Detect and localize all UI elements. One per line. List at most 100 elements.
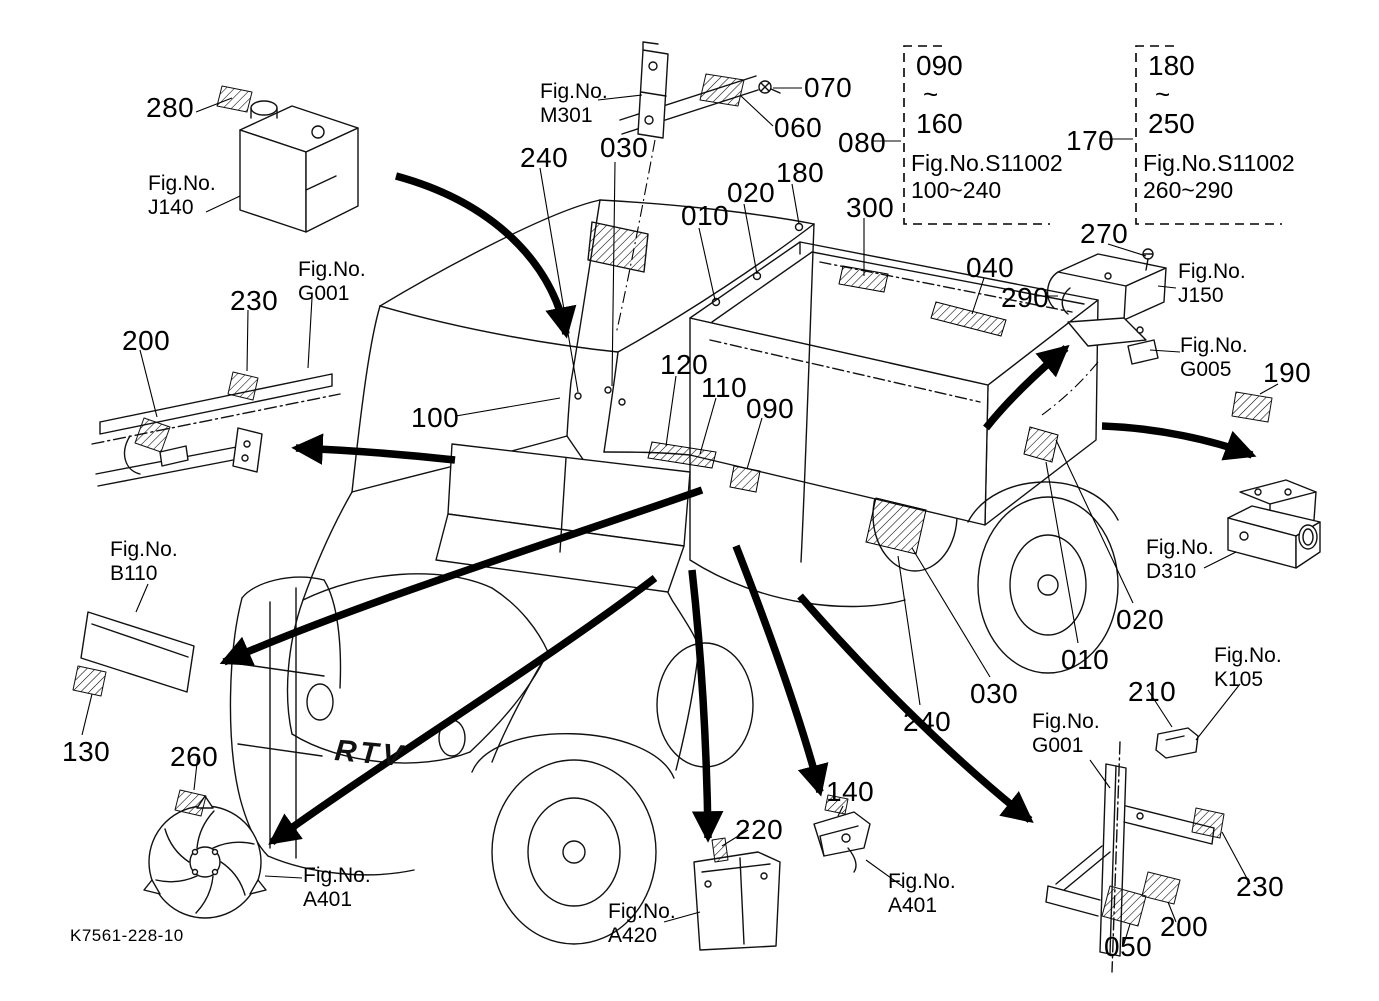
fig-ref-prefix: Fig.No. bbox=[1178, 260, 1246, 283]
callout-200-br: 200 bbox=[1160, 911, 1209, 942]
decal-140 bbox=[824, 794, 849, 815]
callout-230-left: 230 bbox=[230, 285, 279, 316]
cargo-bed bbox=[689, 241, 1099, 608]
decal-130 bbox=[72, 665, 107, 697]
group2-fig-ref: Fig.No.S11002 bbox=[1143, 150, 1295, 176]
group1-tilde: ~ bbox=[923, 79, 939, 109]
fig-ref-code: D310 bbox=[1146, 559, 1197, 583]
fig-ref-prefix: Fig.No. bbox=[148, 172, 216, 195]
decal-020-010 bbox=[1023, 426, 1059, 463]
fig-ref-d310: Fig.No.D310 bbox=[1146, 536, 1214, 583]
decal-230-left bbox=[227, 371, 259, 401]
decal-200-br bbox=[1141, 871, 1181, 905]
callout-230-br: 230 bbox=[1236, 871, 1285, 902]
callout-280: 280 bbox=[146, 92, 195, 123]
bench-seat bbox=[435, 443, 691, 593]
fig-ref-code: A401 bbox=[888, 893, 938, 917]
callout-050: 050 bbox=[1104, 931, 1153, 962]
arrow-to-left-frame bbox=[291, 433, 456, 465]
fig-ref-j150: Fig.No.J150 bbox=[1178, 260, 1246, 307]
group1-range-start: 090 bbox=[916, 50, 963, 81]
callout-010-right: 010 bbox=[1061, 644, 1110, 675]
part-j140-fuel-tank bbox=[239, 100, 359, 233]
part-b110-strip bbox=[80, 611, 195, 693]
callout-300: 300 bbox=[846, 192, 895, 223]
callout-220: 220 bbox=[735, 814, 784, 845]
decal-280 bbox=[216, 85, 253, 113]
group-ref-box-1: 090 ~ 160 Fig.No.S11002 100~240 bbox=[904, 50, 1063, 204]
group-box-borders bbox=[903, 45, 1282, 225]
fig-ref-prefix: Fig.No. bbox=[1032, 710, 1100, 733]
fig-ref-prefix: Fig.No. bbox=[298, 258, 366, 281]
callout-180-top: 180 bbox=[776, 157, 825, 188]
decal-040 bbox=[930, 301, 1007, 337]
part-d310-hitch bbox=[1227, 479, 1321, 569]
arrow-to-d310 bbox=[1101, 422, 1257, 461]
fig-ref-prefix: Fig.No. bbox=[303, 864, 371, 887]
callout-080: 080 bbox=[838, 127, 887, 158]
headlight-left bbox=[306, 683, 334, 721]
group2-sub-range: 260~290 bbox=[1143, 177, 1234, 203]
fig-ref-code: G001 bbox=[298, 281, 350, 305]
callout-190: 190 bbox=[1263, 357, 1312, 388]
callout-060: 060 bbox=[774, 112, 823, 143]
callout-210: 210 bbox=[1128, 676, 1177, 707]
callout-200-left: 200 bbox=[122, 325, 171, 356]
part-j150-step-bracket bbox=[1047, 248, 1167, 365]
leader-lines bbox=[81, 87, 1279, 945]
arrow-to-b110 bbox=[219, 486, 704, 666]
fig-ref-prefix: Fig.No. bbox=[110, 538, 178, 561]
callout-040: 040 bbox=[966, 252, 1015, 283]
callout-070: 070 bbox=[804, 72, 853, 103]
fig-ref-prefix: Fig.No. bbox=[1180, 334, 1248, 357]
fig-ref-prefix: Fig.No. bbox=[1146, 536, 1214, 559]
decal-300 bbox=[838, 265, 889, 293]
group2-range-end: 250 bbox=[1148, 108, 1195, 139]
group2-tilde: ~ bbox=[1155, 79, 1171, 109]
callout-100: 100 bbox=[411, 402, 460, 433]
callout-010-top: 010 bbox=[681, 200, 730, 231]
vehicle-decals bbox=[647, 265, 1059, 555]
rops-cage bbox=[351, 199, 815, 563]
dashdot-leaders bbox=[615, 139, 1099, 416]
part-k105-clip bbox=[1155, 727, 1199, 759]
group1-range-end: 160 bbox=[916, 108, 963, 139]
vehicle-illustration bbox=[229, 199, 1119, 945]
part-070-screw bbox=[758, 80, 781, 94]
decal-230-br bbox=[1191, 807, 1225, 839]
callout-270: 270 bbox=[1080, 218, 1129, 249]
callout-090-mid: 090 bbox=[746, 393, 795, 424]
fig-ref-code: G005 bbox=[1180, 357, 1232, 381]
callout-130: 130 bbox=[62, 736, 111, 767]
fig-ref-j140: Fig.No.J140 bbox=[148, 172, 216, 219]
decal-dash-strip bbox=[647, 441, 717, 469]
fig-ref-code: A420 bbox=[608, 923, 658, 947]
callout-240-bottom: 240 bbox=[903, 706, 952, 737]
part-g001-left-frame bbox=[91, 373, 341, 487]
fig-ref-k105: Fig.No.K105 bbox=[1214, 644, 1282, 691]
fig-ref-prefix: Fig.No. bbox=[540, 80, 608, 103]
callout-120: 120 bbox=[660, 349, 709, 380]
arrow-to-j150 bbox=[983, 344, 1070, 431]
fig-ref-a401-bl: Fig.No.A401 bbox=[303, 864, 371, 911]
decal-060 bbox=[699, 73, 745, 107]
arrow-to-right-frame bbox=[797, 593, 1034, 823]
fig-ref-g005: Fig.No.G005 bbox=[1180, 334, 1248, 381]
decal-190 bbox=[1231, 391, 1273, 423]
decal-050 bbox=[1101, 885, 1147, 927]
fig-ref-prefix: Fig.No. bbox=[888, 870, 956, 893]
rear-wheel bbox=[967, 481, 1119, 674]
group-box-1-border bbox=[903, 45, 1050, 225]
part-a420-flap bbox=[693, 851, 781, 951]
fig-ref-code: J150 bbox=[1178, 283, 1224, 307]
callout-140: 140 bbox=[826, 776, 875, 807]
fig-ref-m301: Fig.No.M301 bbox=[540, 80, 608, 127]
fig-ref-a401-bm: Fig.No.A401 bbox=[888, 870, 956, 917]
fig-ref-code: A401 bbox=[303, 887, 353, 911]
drawing-number: K7561-228-10 bbox=[70, 926, 184, 945]
fig-ref-prefix: Fig.No. bbox=[1214, 644, 1282, 667]
fig-ref-prefix: Fig.No. bbox=[608, 900, 676, 923]
callout-020-right: 020 bbox=[1116, 604, 1165, 635]
